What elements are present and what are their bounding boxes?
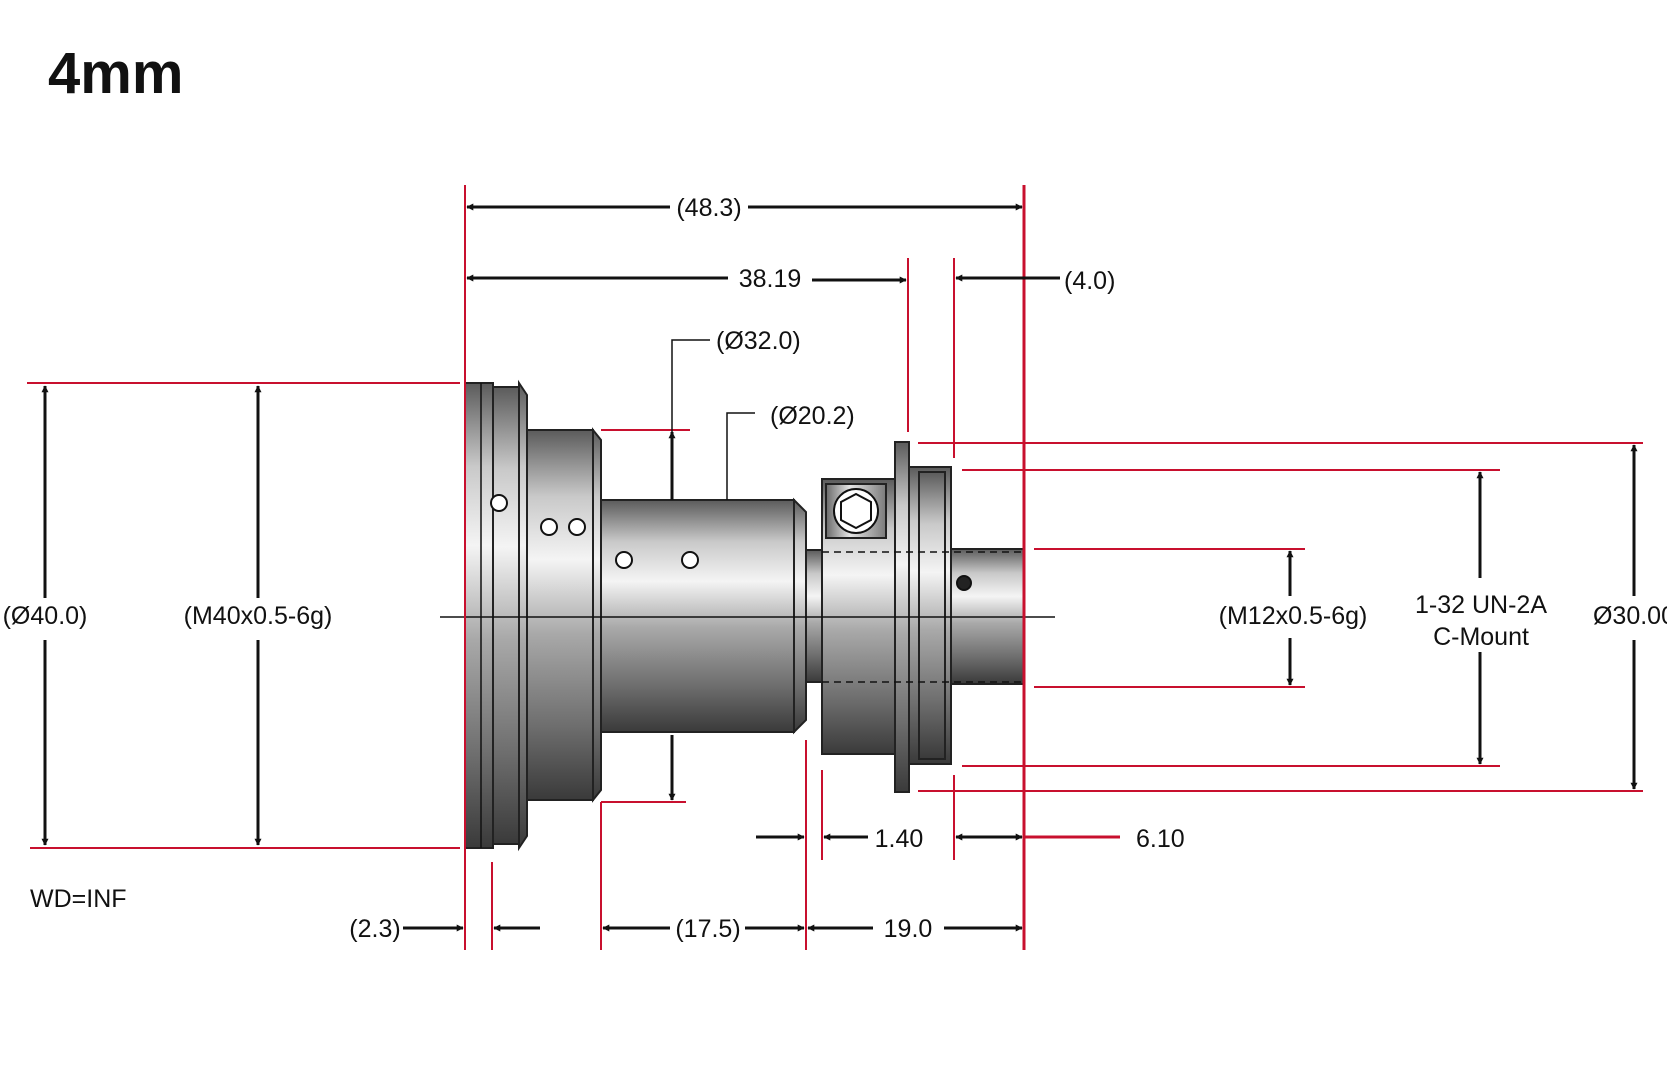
extension-lines [27, 185, 1643, 950]
length-4-label: (4.0) [1064, 267, 1115, 295]
len-2-3-label: (2.3) [349, 915, 400, 943]
working-distance-label: WD=INF [30, 885, 127, 913]
len-1-40-label: 1.40 [875, 825, 924, 853]
dia-20-label: (Ø20.2) [770, 402, 855, 430]
cmount-thread-label: 1-32 UN-2A [1415, 591, 1547, 619]
len-19-label: 19.0 [884, 915, 933, 943]
len-6-10-label: 6.10 [1136, 825, 1185, 853]
len-17-5-label: (17.5) [675, 915, 740, 943]
page-title: 4mm [48, 41, 183, 106]
dia-40-label: (Ø40.0) [3, 602, 88, 630]
length-38-label: 38.19 [739, 265, 802, 293]
cmount-label: C-Mount [1433, 623, 1529, 651]
dia-30-label: Ø30.00 [1593, 602, 1667, 630]
thread-m40-label: (M40x0.5-6g) [184, 602, 333, 630]
thread-m12-label: (M12x0.5-6g) [1219, 602, 1368, 630]
dimension-arrows [41, 203, 1638, 932]
overall-length-label: (48.3) [676, 194, 741, 222]
dia-32-label: (Ø32.0) [716, 327, 801, 355]
lens-body [464, 379, 1025, 852]
